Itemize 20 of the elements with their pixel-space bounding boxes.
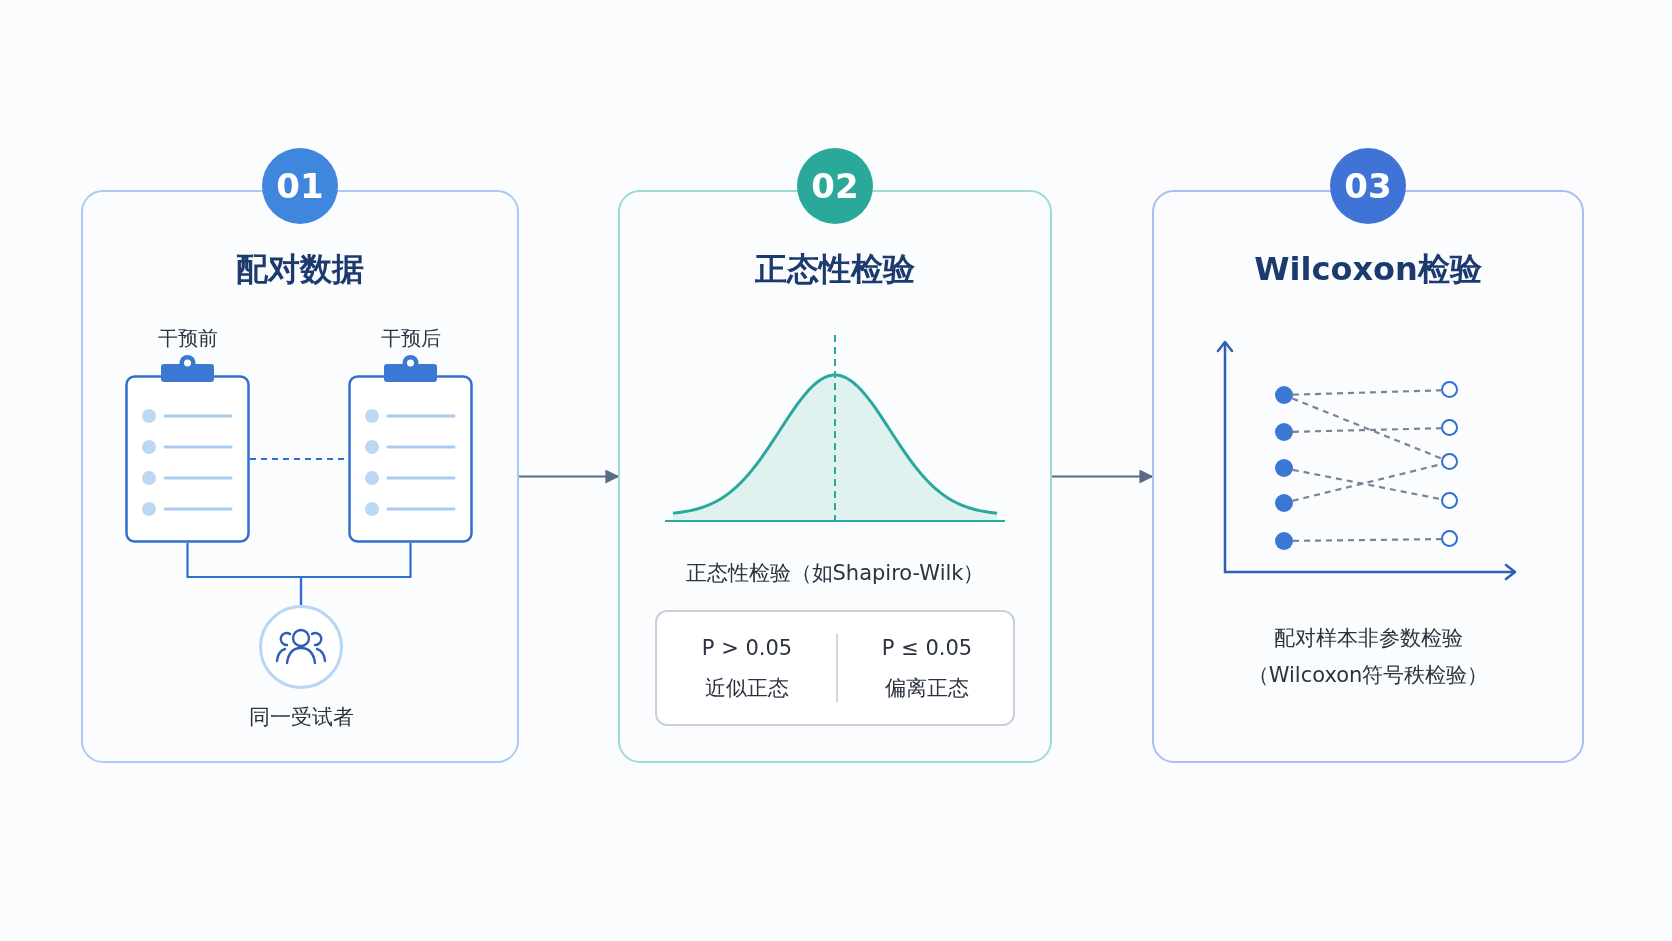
result-text: P ≤ 0.05 偏离正态: [880, 635, 974, 702]
column-label: 干预后: [379, 325, 442, 352]
caption: 配对样本非参数检验（Wilcoxon符号秩检验）: [1246, 625, 1490, 689]
panel-title: Wilcoxon检验: [1253, 249, 1483, 290]
connector-line: [1292, 389, 1442, 396]
number-badge: 03: [1330, 148, 1406, 224]
arrow: [519, 469, 620, 484]
arrow: [1052, 469, 1154, 484]
connector-line: [299, 543, 412, 605]
connector-line: [1291, 397, 1443, 460]
number-badge: 01: [262, 148, 338, 224]
panel-title: 配对数据: [235, 249, 365, 290]
panel-title: 正态性检验: [754, 249, 916, 290]
connector-line: [1292, 427, 1442, 433]
number-badge: 02: [797, 148, 873, 224]
connector-line: [1293, 538, 1441, 542]
result-text: P > 0.05 近似正态: [700, 635, 794, 702]
column-label: 干预前: [156, 325, 219, 352]
caption: 正态性检验（如Shapiro-Wilk）: [684, 560, 986, 587]
node-label: 同一受试者: [247, 704, 355, 731]
